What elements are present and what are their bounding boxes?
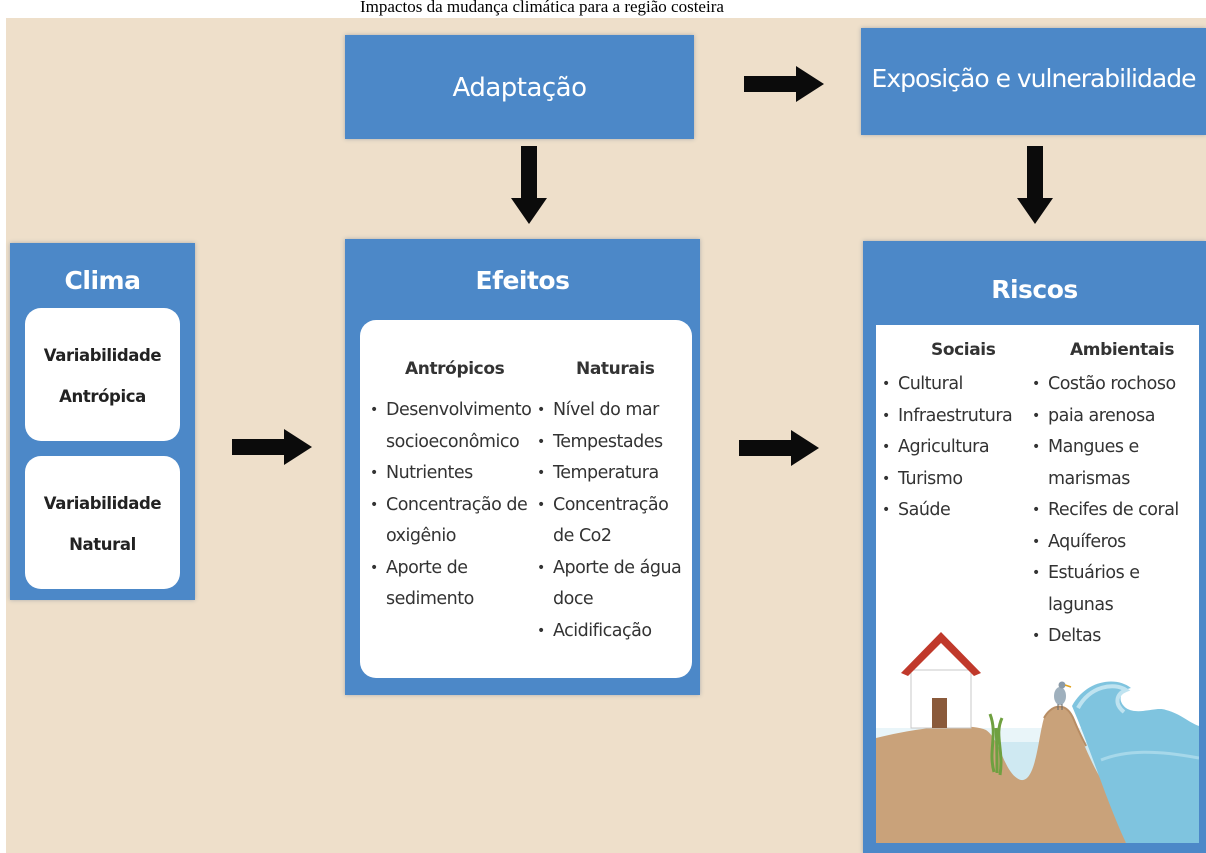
list-item: Cultural xyxy=(882,369,1030,401)
clima-card-natural: Variabilidade Natural xyxy=(25,456,180,589)
efeitos-title: Efeitos xyxy=(475,266,571,295)
exposicao-title: Exposição e vulnerabilidade xyxy=(871,64,1197,93)
arrow-right-icon xyxy=(744,66,824,102)
list-item: paia arenosa xyxy=(1032,401,1197,433)
list-item: Recifes de coral xyxy=(1032,495,1197,527)
list-item: Aquíferos xyxy=(1032,527,1197,559)
arrow-right-icon xyxy=(739,430,819,466)
sociais-list: Cultural Infraestrutura Agricultura Turi… xyxy=(882,369,1030,527)
adaptacao-title: Adaptação xyxy=(452,73,587,103)
naturais-list: Nível do mar Tempestades Temperatura Con… xyxy=(537,395,687,647)
list-item: Concentração xyxy=(537,490,687,522)
adaptacao-box: Adaptação xyxy=(345,35,694,139)
arrow-right-icon xyxy=(232,429,312,465)
figure-caption: Impactos da mudança climática para a reg… xyxy=(360,0,724,16)
coastal-scene-illustration xyxy=(876,632,1199,843)
efeitos-box: Efeitos Antrópicos Naturais Desenvolvime… xyxy=(345,239,700,695)
list-item: Turismo xyxy=(882,464,1030,496)
clima-card-line2: Antrópica xyxy=(59,387,146,406)
list-item: Infraestrutura xyxy=(882,401,1030,433)
list-item: Tempestades xyxy=(537,427,687,459)
clima-card-line1: Variabilidade xyxy=(43,346,162,365)
list-item: Desenvolvimento xyxy=(370,395,540,427)
list-item: socioeconômico xyxy=(386,431,520,452)
clima-title: Clima xyxy=(64,266,141,295)
list-item: Concentração de xyxy=(370,490,540,522)
list-item: lagunas xyxy=(1048,594,1114,615)
list-item: Aporte de xyxy=(370,553,540,585)
clima-box: Clima Variabilidade Antrópica Variabilid… xyxy=(10,243,195,600)
list-item: marismas xyxy=(1048,468,1130,489)
seagrass-icon xyxy=(988,713,1004,776)
list-item: Nutrientes xyxy=(370,458,540,490)
clima-card-antropica: Variabilidade Antrópica xyxy=(25,308,180,441)
list-item: oxigênio xyxy=(386,526,456,546)
ambientais-list: Costão rochoso paia arenosa Mangues e ma… xyxy=(1032,369,1197,653)
list-item: de Co2 xyxy=(553,526,612,546)
clima-card-line2: Natural xyxy=(69,535,136,554)
list-item: Temperatura xyxy=(537,458,687,490)
list-item: Acidificação xyxy=(537,616,687,648)
efeitos-content: Antrópicos Naturais Desenvolvimento soci… xyxy=(360,320,692,678)
list-item: doce xyxy=(553,589,594,609)
riscos-title: Riscos xyxy=(991,275,1078,304)
wave-icon xyxy=(1072,681,1199,843)
list-item: Estuários e xyxy=(1032,558,1197,590)
ambientais-heading: Ambientais xyxy=(1070,340,1175,360)
clima-card-line1: Variabilidade xyxy=(43,494,162,513)
list-item: Costão rochoso xyxy=(1032,369,1197,401)
list-item: Deltas xyxy=(1032,621,1197,653)
list-item: Agricultura xyxy=(882,432,1030,464)
naturais-heading: Naturais xyxy=(576,359,655,379)
antropicos-list: Desenvolvimento socioeconômico Nutriente… xyxy=(370,395,540,616)
arrow-down-icon xyxy=(511,146,547,224)
sociais-heading: Sociais xyxy=(931,340,996,360)
exposicao-box: Exposição e vulnerabilidade xyxy=(861,28,1206,135)
arrow-down-icon xyxy=(1017,146,1053,224)
list-item: Aporte de água xyxy=(537,553,687,585)
bird-icon xyxy=(1054,681,1072,710)
list-item: Nível do mar xyxy=(537,395,687,427)
antropicos-heading: Antrópicos xyxy=(405,359,505,379)
house-icon xyxy=(901,632,981,729)
list-item: Mangues e xyxy=(1032,432,1197,464)
list-item: sedimento xyxy=(386,589,474,609)
riscos-content: Sociais Ambientais Cultural Infraestrutu… xyxy=(876,325,1199,843)
list-item: Saúde xyxy=(882,495,1030,527)
diagram-canvas: Adaptação Exposição e vulnerabilidade Cl… xyxy=(6,18,1206,853)
riscos-box: Riscos Sociais Ambientais Cultural Infra… xyxy=(863,241,1206,853)
